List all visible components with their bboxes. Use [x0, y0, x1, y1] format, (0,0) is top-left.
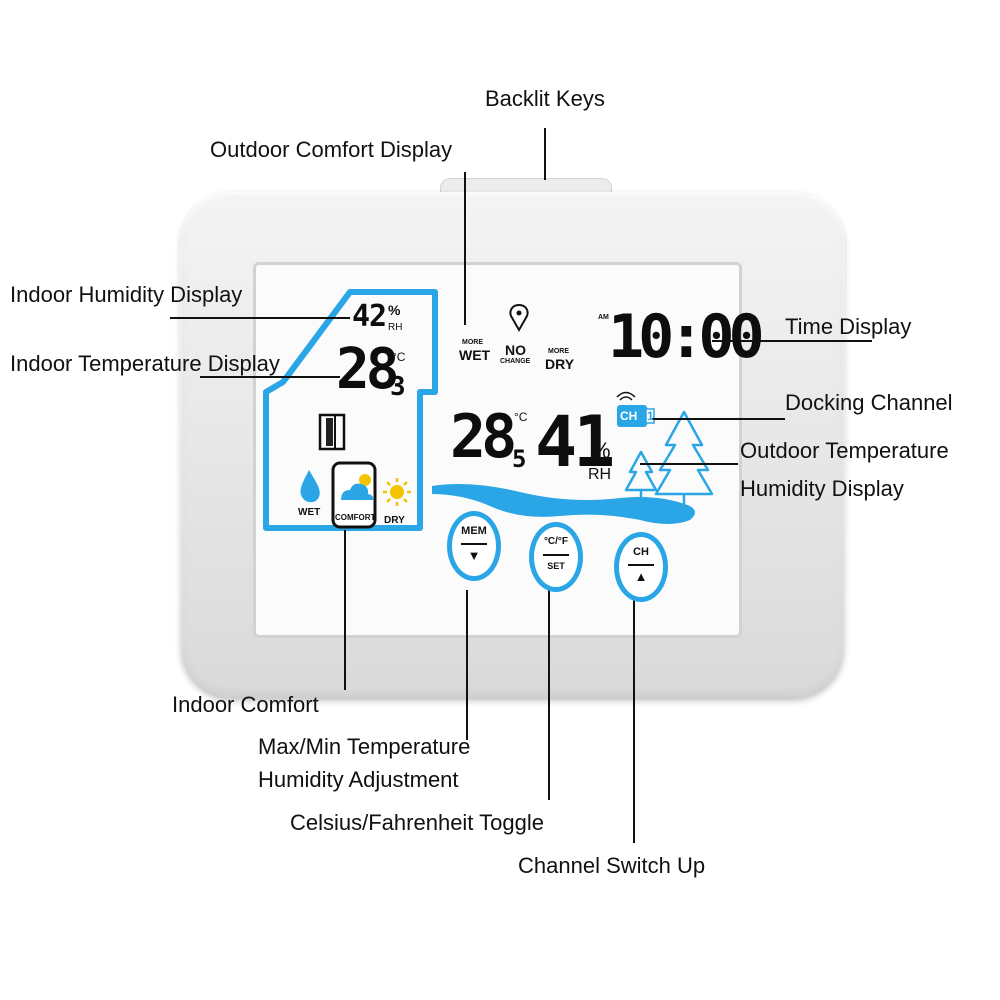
callout-celsius-fahrenheit-toggle: Celsius/Fahrenheit Toggle: [290, 810, 544, 835]
outdoor-humidity-rh: RH: [588, 466, 612, 483]
callout-docking-channel: Docking Channel: [785, 390, 953, 415]
time-value: 10:00: [608, 302, 765, 372]
house-outline-icon: [263, 289, 438, 531]
unit-button-label: °C/°F: [543, 536, 569, 547]
water-drop-icon: [300, 470, 320, 503]
indoor-temperature-value: 28: [336, 337, 399, 402]
wet-label: WET: [298, 507, 321, 518]
mem-down-button[interactable]: MEM ▼: [447, 511, 501, 581]
unit-set-button[interactable]: °C/°F SET: [529, 522, 583, 592]
wifi-signal-icon: [616, 391, 636, 401]
callout-humidity-adjustment: Humidity Adjustment: [258, 767, 459, 792]
outdoor-temperature-decimal: 5: [512, 445, 527, 473]
callout-max-min-temperature: Max/Min Temperature: [258, 734, 471, 759]
channel-number: 1: [647, 409, 654, 423]
callout-indoor-temperature-display: Indoor Temperature Display: [10, 351, 280, 376]
ch-button-label: CH: [633, 546, 649, 558]
indoor-humidity-value: 42: [352, 299, 387, 334]
channel-label: CH: [620, 409, 638, 423]
no-change-change: CHANGE: [500, 358, 531, 365]
callout-outdoor-comfort-display: Outdoor Comfort Display: [210, 137, 453, 162]
comfort-label: COMFORT: [335, 513, 376, 522]
indoor-temperature-decimal: 3: [390, 372, 406, 402]
sun-icon: [383, 478, 411, 506]
ch-button-divider: [628, 564, 654, 566]
tree-icon-small: [624, 450, 658, 500]
callout-lines: [170, 128, 872, 843]
set-button-label: SET: [547, 561, 565, 571]
cloud-sun-icon: [341, 474, 374, 500]
indoor-humidity-rh: RH: [388, 322, 403, 333]
more-wet-label: WET: [459, 347, 491, 363]
indoor-temperature-unit: °C: [392, 350, 406, 364]
outdoor-temperature-unit: °C: [514, 410, 528, 424]
time-am-indicator: AM: [598, 314, 609, 321]
callout-outdoor-temperature: Outdoor Temperature: [740, 438, 949, 463]
arrow-down-icon: ▼: [467, 548, 481, 563]
mem-button-label: MEM: [461, 525, 487, 537]
window-icon: [318, 413, 346, 451]
callout-humidity-display: Humidity Display: [740, 476, 904, 501]
house-roof-icon: [280, 290, 353, 384]
arrow-up-icon: ▲: [634, 569, 648, 584]
callout-channel-switch-up: Channel Switch Up: [518, 853, 706, 878]
channel-box: [617, 405, 647, 427]
callout-time-display: Time Display: [785, 314, 912, 339]
outdoor-temperature-value: 28: [450, 402, 517, 472]
callout-indoor-humidity-display: Indoor Humidity Display: [10, 282, 243, 307]
outdoor-humidity-percent: %: [591, 438, 611, 463]
callout-backlit-keys: Backlit Keys: [485, 86, 605, 111]
more-wet-more: MORE: [462, 339, 483, 346]
callout-indoor-comfort: Indoor Comfort: [172, 692, 319, 717]
more-dry-label: DRY: [545, 356, 575, 372]
mem-button-divider: [461, 543, 487, 545]
more-dry-more: MORE: [548, 348, 569, 355]
tree-icon-large: [654, 410, 714, 508]
unit-button-divider: [543, 554, 569, 556]
ground-wave: [432, 484, 695, 524]
dry-label: DRY: [384, 515, 405, 526]
no-change-no: NO: [505, 342, 526, 358]
channel-up-button[interactable]: CH ▲: [614, 532, 668, 602]
location-pin-icon: [509, 303, 529, 333]
outdoor-humidity-value: 41: [535, 401, 615, 483]
indoor-humidity-percent: %: [388, 302, 401, 318]
